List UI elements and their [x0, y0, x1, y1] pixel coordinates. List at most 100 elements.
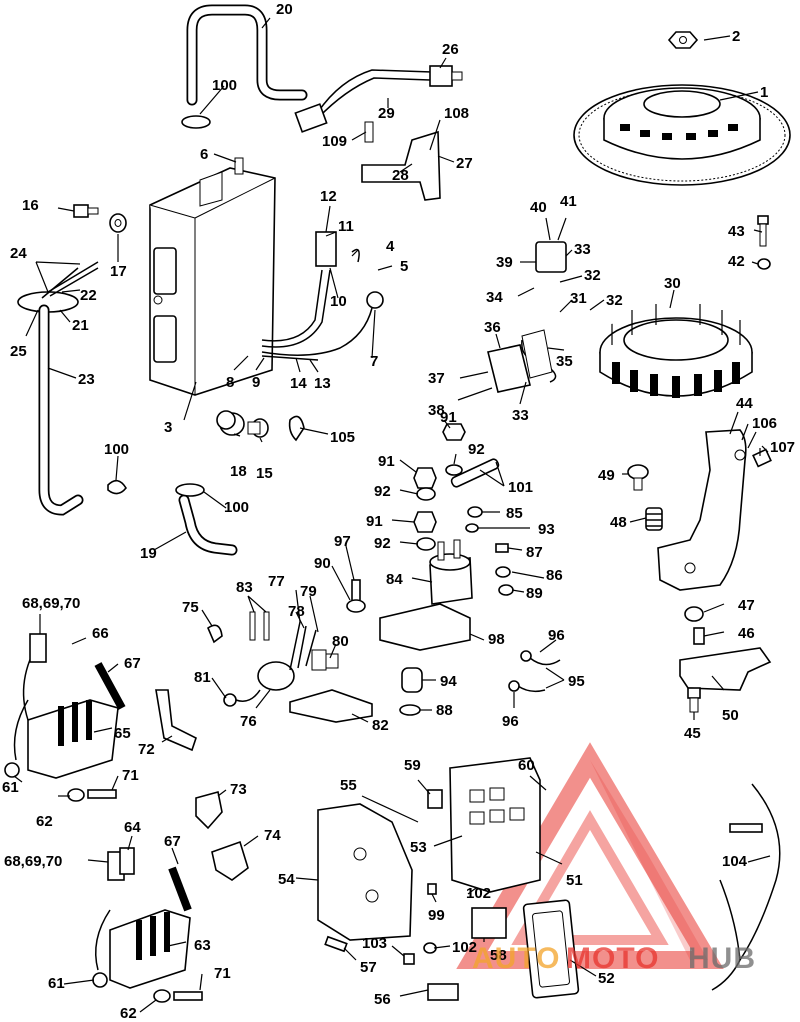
callout-26: 26 — [442, 41, 459, 58]
callout-25: 25 — [10, 343, 27, 360]
callout-85: 85 — [506, 505, 523, 522]
callout-1: 1 — [760, 84, 768, 101]
callout-68-69-70a: 68,69,70 — [22, 595, 80, 612]
spark-boot-72 — [155, 689, 197, 752]
plate-82 — [289, 689, 373, 723]
hose-19 — [175, 483, 238, 556]
bracket-50 — [679, 647, 772, 691]
callout-48: 48 — [610, 514, 627, 531]
callout-71a: 71 — [122, 767, 139, 784]
washer-42 — [757, 258, 771, 270]
callout-96b: 96 — [502, 713, 519, 730]
callout-34: 34 — [486, 289, 503, 306]
callout-67a: 67 — [124, 655, 141, 672]
callout-54: 54 — [278, 871, 295, 888]
clip-105 — [288, 415, 305, 442]
callout-109: 109 — [322, 133, 347, 150]
clip-100 — [107, 479, 127, 495]
callout-96a: 96 — [548, 627, 565, 644]
ignition-coil-63 — [95, 909, 191, 989]
callout-13: 13 — [314, 375, 331, 392]
callout-80: 80 — [332, 633, 349, 650]
callout-64: 64 — [124, 819, 141, 836]
callout-18: 18 — [230, 463, 247, 480]
callout-60: 60 — [518, 757, 535, 774]
washers-85-93 — [465, 506, 514, 596]
callout-49: 49 — [598, 467, 615, 484]
bolt-46 — [693, 627, 705, 645]
callout-45: 45 — [684, 725, 701, 742]
grommet-15 — [247, 418, 269, 438]
callout-58: 58 — [490, 947, 507, 964]
callout-99: 99 — [428, 907, 445, 924]
callout-56: 56 — [374, 991, 391, 1008]
callout-102a: 102 — [466, 885, 491, 902]
nuts-91-92 — [413, 423, 466, 551]
screw-88 — [399, 704, 421, 716]
callout-86: 86 — [546, 567, 563, 584]
callout-78: 78 — [288, 603, 305, 620]
callout-91a: 91 — [440, 409, 457, 426]
callout-51: 51 — [566, 872, 583, 889]
callout-31: 31 — [570, 290, 587, 307]
module-wiring — [261, 231, 384, 361]
callout-24: 24 — [10, 245, 27, 262]
callout-7: 7 — [370, 353, 378, 370]
callout-92a: 92 — [468, 441, 485, 458]
gasket-52 — [522, 899, 580, 999]
fuse-59 — [427, 789, 443, 809]
callout-39: 39 — [496, 254, 513, 271]
clip-75 — [207, 624, 223, 644]
callout-72: 72 — [138, 741, 155, 758]
callout-66: 66 — [92, 625, 109, 642]
callout-92c: 92 — [374, 535, 391, 552]
callout-5: 5 — [400, 258, 408, 275]
callout-53: 53 — [410, 839, 427, 856]
bolts-71 — [87, 789, 203, 1001]
solenoid — [429, 539, 473, 605]
callout-106: 106 — [752, 415, 777, 432]
callout-6: 6 — [200, 146, 208, 163]
callout-84: 84 — [386, 571, 403, 588]
callout-43: 43 — [728, 223, 745, 240]
hose-clamp — [181, 115, 211, 129]
ignition-coil-65 — [13, 639, 119, 779]
callout-71b: 71 — [214, 965, 231, 982]
bolt-107 — [752, 448, 772, 468]
callout-93: 93 — [538, 521, 555, 538]
callout-28: 28 — [392, 167, 409, 184]
sensor-bracket — [361, 121, 441, 201]
washer-17 — [109, 213, 127, 233]
sensor-harness — [294, 65, 463, 133]
callout-12: 12 — [320, 188, 337, 205]
grommet-18 — [216, 410, 245, 436]
callout-88: 88 — [436, 702, 453, 719]
callout-108: 108 — [444, 105, 469, 122]
callout-100a: 100 — [212, 77, 237, 94]
harness-104 — [711, 783, 781, 991]
fuse-box — [449, 757, 541, 893]
callout-91b: 91 — [378, 453, 395, 470]
callout-97: 97 — [334, 533, 351, 550]
callout-101: 101 — [508, 479, 533, 496]
callout-33a: 33 — [574, 241, 591, 258]
callout-4: 4 — [386, 238, 395, 255]
stator — [599, 304, 753, 398]
ties-83 — [249, 611, 270, 641]
bracket-98 — [379, 603, 471, 651]
fuel-sender — [17, 261, 99, 516]
connector-74 — [211, 840, 249, 881]
callout-36: 36 — [484, 319, 501, 336]
callout-107: 107 — [770, 439, 795, 456]
callout-32b: 32 — [606, 292, 623, 309]
callout-52: 52 — [598, 970, 615, 987]
callout-10: 10 — [330, 293, 347, 310]
callout-90: 90 — [314, 555, 331, 572]
callout-29: 29 — [378, 105, 395, 122]
spacer-48 — [645, 507, 663, 531]
callout-47: 47 — [738, 597, 755, 614]
callout-87: 87 — [526, 544, 543, 561]
callout-16: 16 — [22, 197, 39, 214]
bolt-97 — [346, 579, 366, 613]
callout-23: 23 — [78, 371, 95, 388]
